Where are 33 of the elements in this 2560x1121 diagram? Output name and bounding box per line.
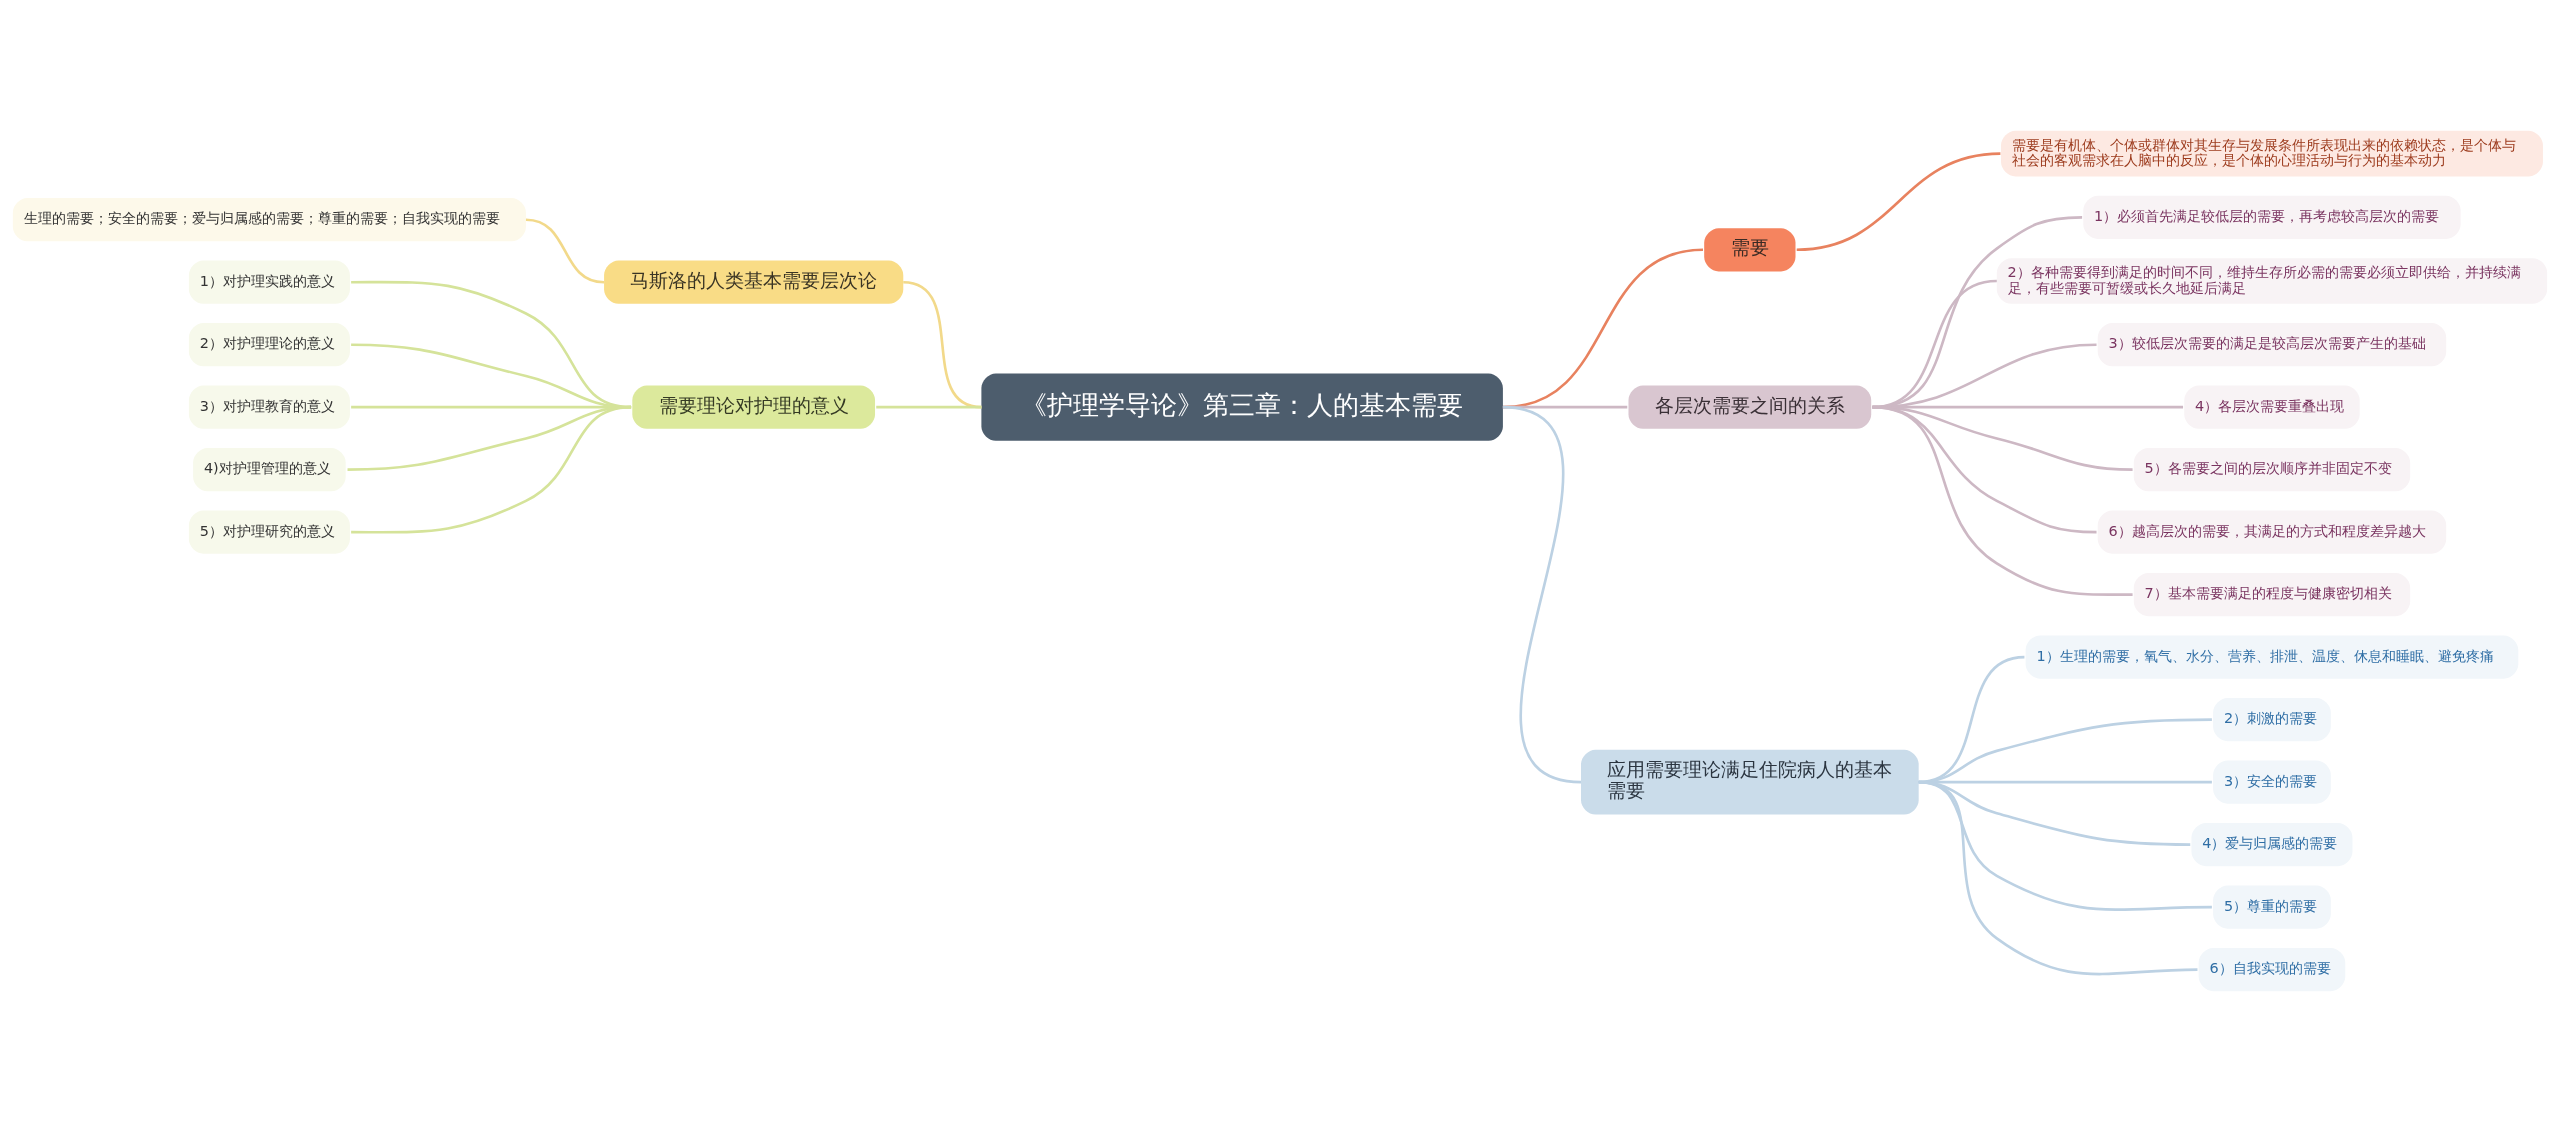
node-box: 3）对护理教育的意义: [188, 385, 350, 429]
node-box: 5）尊重的需要: [2213, 884, 2331, 929]
node-box: 4）各层次需要重叠出现: [2184, 385, 2360, 429]
node-box: 3）较低层次需要的满足是较高层次需要产生的基础: [2097, 322, 2447, 366]
connector: [1796, 151, 2001, 251]
connector: [876, 405, 982, 408]
node-box: 3）安全的需要: [2213, 760, 2331, 804]
connector: [351, 405, 632, 534]
node-box: 5）对护理研究的意义: [188, 510, 350, 554]
node-box: 1）对护理实践的意义: [188, 260, 350, 304]
node-box: 各层次需要之间的关系: [1628, 385, 1872, 429]
connector: [1918, 780, 2198, 975]
node-box: 7）基本需要满足的程度与健康密切相关: [2133, 572, 2411, 616]
node-box: 需要: [1704, 227, 1796, 271]
node-box: 1）生理的需要，氧气、水分、营养、排泄、温度、休息和睡眠、避免疼痛: [2025, 635, 2519, 679]
connector: [1872, 405, 2133, 596]
node-box: 6）自我实现的需要: [2198, 947, 2346, 991]
node-box: 2）对护理理论的意义: [188, 322, 350, 366]
node-box: 6）越高层次的需要，其满足的方式和程度差异越大: [2097, 510, 2447, 554]
node-box: 马斯洛的人类基本需要层次论: [604, 260, 904, 304]
node-box: 4)对护理管理的意义: [193, 447, 346, 491]
node-box: 2）各种需要得到满足的时间不同，维持生存所必需的需要必须立即供给，并持续满足，有些需要可暂缓或长久地延后满足: [1996, 257, 2548, 304]
node-box: 5）各需要之间的层次顺序并非固定不变: [2133, 447, 2411, 491]
connector: [1502, 405, 1582, 783]
node-box: 2）刺激的需要: [2213, 697, 2331, 741]
node-box: 应用需要理论满足住院病人的基本需要: [1581, 749, 1919, 815]
connector: [525, 217, 605, 284]
node-box: 4）爱与归属感的需要: [2191, 822, 2353, 866]
node-box: 1）必须首先满足较低层的需要，再考虑较高层次的需要: [2083, 195, 2461, 239]
node-box: 需要理论对护理的意义: [632, 385, 876, 429]
node-box: 需要是有机体、个体或群体对其生存与发展条件所表现出来的依赖状态，是个体与社会的客观需求在人脑中的反应，是个体的心理活动与行为的基本动力: [2001, 130, 2543, 176]
node-box: 生理的需要；安全的需要；爱与归属感的需要；尊重的需要；自我实现的需要: [12, 197, 526, 241]
node-box: 《护理学导论》第三章：人的基本需要: [981, 373, 1503, 441]
